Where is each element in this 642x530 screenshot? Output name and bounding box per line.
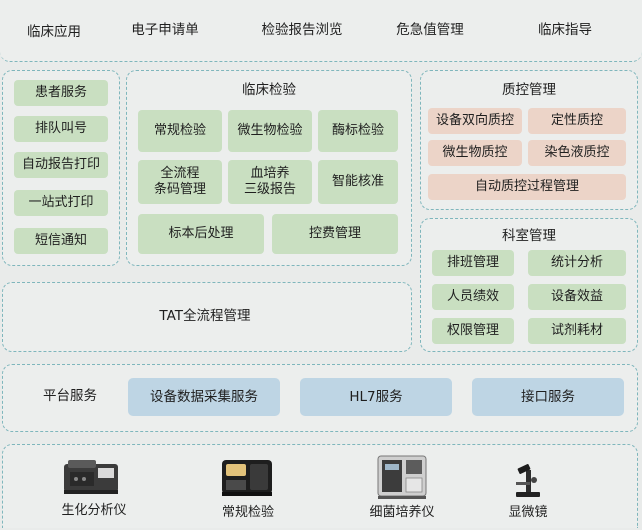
tat-panel bbox=[2, 282, 412, 352]
auto-report-print-button[interactable]: 自动报告打印 bbox=[14, 152, 108, 178]
platform-services-title: 平台服务 bbox=[43, 387, 97, 404]
blood-culture-report-button[interactable]: 血培养 三级报告 bbox=[228, 160, 312, 204]
elisa-testing-button[interactable]: 酶标检验 bbox=[318, 110, 398, 152]
reagent-consumables-button[interactable]: 试剂耗材 bbox=[528, 318, 626, 344]
routine-testing-button[interactable]: 常规检验 bbox=[138, 110, 222, 152]
auto-qc-process-button[interactable]: 自动质控过程管理 bbox=[428, 174, 626, 200]
quality-control-title: 质控管理 bbox=[502, 81, 556, 98]
top-nav-electronic-request[interactable]: 电子申请单 bbox=[131, 21, 199, 38]
top-nav-band bbox=[0, 0, 642, 62]
top-nav-clinical-guidance[interactable]: 临床指导 bbox=[538, 21, 592, 38]
microscope-label: 显微镜 bbox=[508, 504, 548, 520]
smart-approval-button[interactable]: 智能核准 bbox=[318, 160, 398, 204]
microscope-icon bbox=[510, 462, 544, 498]
statistics-button[interactable]: 统计分析 bbox=[528, 250, 626, 276]
device-data-collection-button[interactable]: 设备数据采集服务 bbox=[128, 378, 280, 416]
permission-management-button[interactable]: 权限管理 bbox=[432, 318, 514, 344]
equipment-benefit-button[interactable]: 设备效益 bbox=[528, 284, 626, 310]
biochemical-analyzer-icon bbox=[62, 456, 120, 496]
scheduling-button[interactable]: 排班管理 bbox=[432, 250, 514, 276]
specimen-post-processing-button[interactable]: 标本后处理 bbox=[138, 214, 264, 254]
routine-testing-instrument-icon bbox=[218, 456, 276, 498]
microbiology-testing-button[interactable]: 微生物检验 bbox=[228, 110, 312, 152]
qualitative-qc-button[interactable]: 定性质控 bbox=[528, 108, 626, 134]
biochemical-analyzer-label: 生化分析仪 bbox=[61, 502, 127, 518]
department-management-title: 科室管理 bbox=[502, 227, 556, 244]
clinical-testing-title: 临床检验 bbox=[242, 81, 296, 98]
sms-notification-button[interactable]: 短信通知 bbox=[14, 228, 108, 254]
hl7-service-button[interactable]: HL7服务 bbox=[300, 378, 452, 416]
bacterial-culture-instrument-icon bbox=[374, 454, 430, 500]
stain-solution-qc-button[interactable]: 染色液质控 bbox=[528, 140, 626, 166]
one-stop-print-button[interactable]: 一站式打印 bbox=[14, 190, 108, 216]
bacterial-culture-label: 细菌培养仪 bbox=[369, 504, 435, 520]
microbiology-qc-button[interactable]: 微生物质控 bbox=[428, 140, 522, 166]
barcode-management-button[interactable]: 全流程 条码管理 bbox=[138, 160, 222, 204]
cost-control-button[interactable]: 控费管理 bbox=[272, 214, 398, 254]
queue-calling-button[interactable]: 排队叫号 bbox=[14, 116, 108, 142]
tat-management-label[interactable]: TAT全流程管理 bbox=[159, 307, 251, 324]
top-nav-report-browse[interactable]: 检验报告浏览 bbox=[261, 21, 343, 38]
top-nav-clinical-application[interactable]: 临床应用 bbox=[27, 23, 81, 40]
interface-service-button[interactable]: 接口服务 bbox=[472, 378, 624, 416]
patient-service-button[interactable]: 患者服务 bbox=[14, 80, 108, 106]
staff-performance-button[interactable]: 人员绩效 bbox=[432, 284, 514, 310]
device-bidirectional-qc-button[interactable]: 设备双向质控 bbox=[428, 108, 522, 134]
routine-testing-label: 常规检验 bbox=[221, 504, 274, 520]
top-nav-critical-value[interactable]: 危急值管理 bbox=[396, 21, 464, 38]
